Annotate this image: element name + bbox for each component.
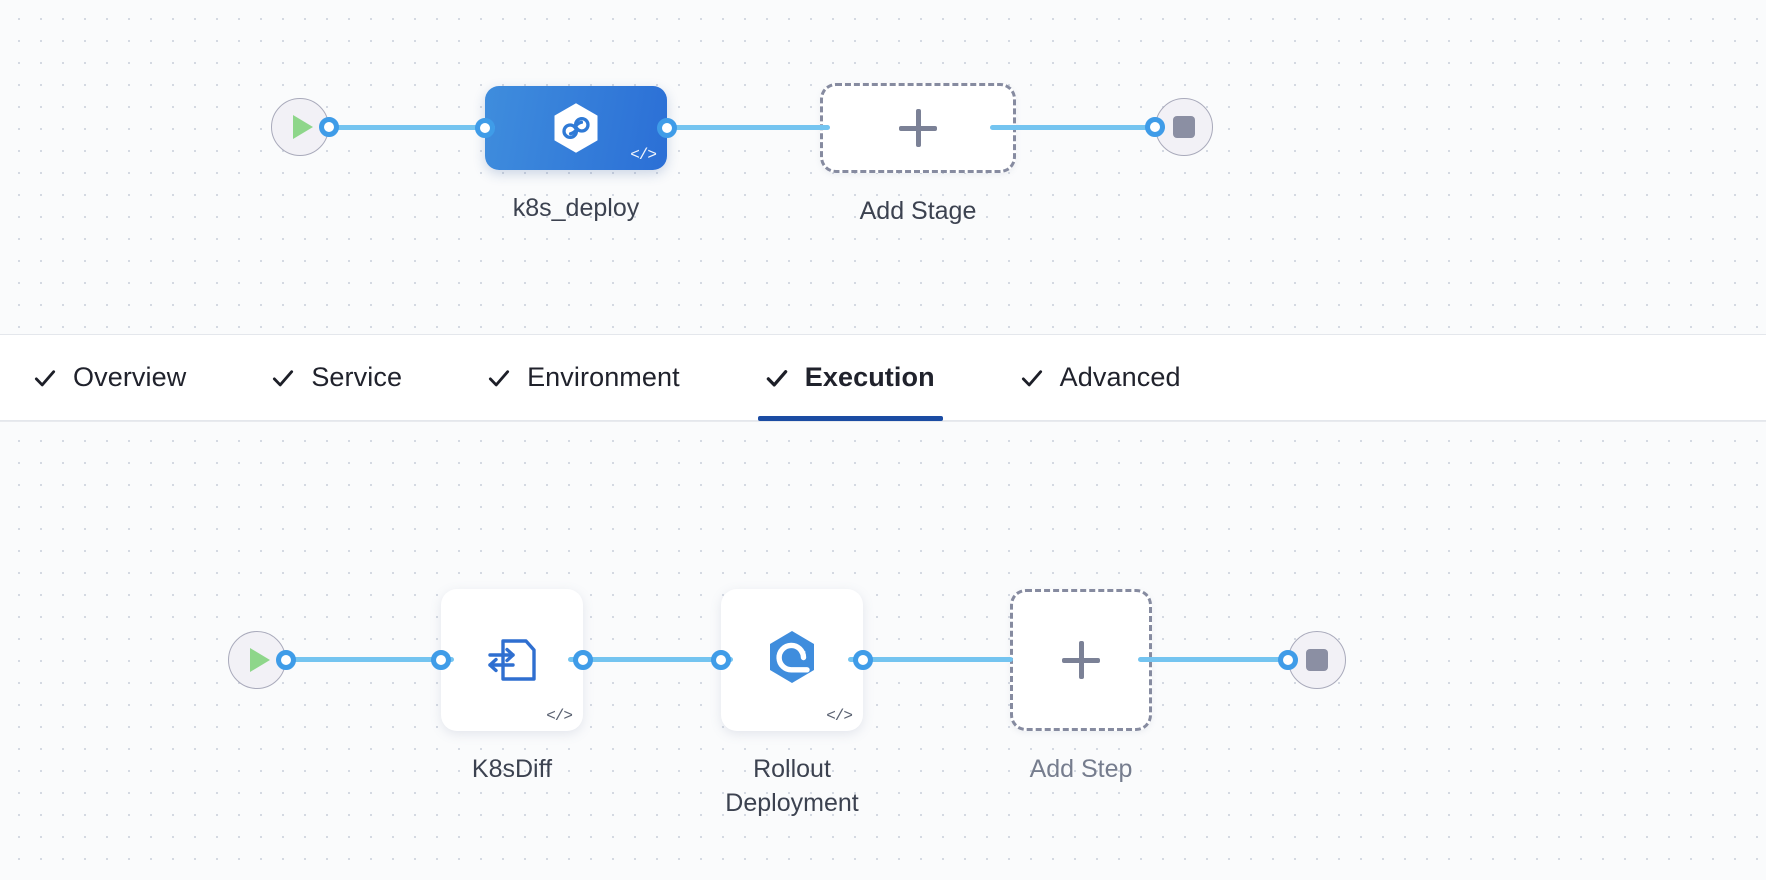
- tab-environment[interactable]: Environment: [480, 335, 714, 421]
- add-stage-label: Add Stage: [859, 197, 977, 225]
- stage-input-port[interactable]: [475, 118, 495, 138]
- step-node-k8sdiff[interactable]: </> K8sDiff: [431, 589, 593, 786]
- tab-label: Execution: [804, 362, 935, 392]
- connector-start-to-stage: [335, 125, 495, 130]
- tab-overview[interactable]: Overview: [26, 335, 220, 421]
- step-node-label: K8sDiff: [471, 755, 553, 783]
- hexagon-rollout-icon: [770, 631, 814, 683]
- add-step-button[interactable]: [1010, 589, 1152, 731]
- stage-output-port[interactable]: [657, 118, 677, 138]
- tab-label: Overview: [73, 362, 187, 392]
- stage-node-label: k8s_deploy: [512, 194, 640, 222]
- stop-icon: [1173, 116, 1195, 138]
- step-card[interactable]: </>: [441, 589, 583, 731]
- plus-icon: [899, 109, 937, 147]
- connector-rollout-to-addstep: [848, 657, 1013, 662]
- connector-addstep-to-end: [1138, 657, 1298, 662]
- start-output-port[interactable]: [276, 650, 296, 670]
- step-start-node[interactable]: [228, 631, 296, 689]
- start-output-port[interactable]: [319, 117, 339, 137]
- play-icon: [292, 115, 313, 139]
- step-card[interactable]: </>: [721, 589, 863, 731]
- step-output-port[interactable]: [853, 650, 873, 670]
- step-input-port[interactable]: [711, 650, 731, 670]
- hexagon-infinity-icon: [554, 103, 598, 153]
- check-icon: [34, 369, 56, 386]
- end-input-port[interactable]: [1278, 650, 1298, 670]
- stage-config-tabs[interactable]: Overview Service Environment Execution A: [0, 335, 1766, 421]
- stage-node-k8s-deploy[interactable]: </> k8s_deploy: [475, 86, 677, 225]
- step-output-port[interactable]: [573, 650, 593, 670]
- stage-card[interactable]: </>: [485, 86, 667, 170]
- code-badge-icon[interactable]: </>: [546, 707, 573, 725]
- tab-label: Environment: [527, 362, 680, 392]
- add-step-node[interactable]: Add Step: [1010, 589, 1152, 786]
- step-input-port[interactable]: [431, 650, 451, 670]
- code-badge-icon[interactable]: </>: [630, 146, 657, 164]
- stop-icon: [1306, 649, 1328, 671]
- connector-start-to-k8sdiff: [289, 657, 454, 662]
- play-icon: [249, 648, 270, 672]
- end-input-port[interactable]: [1145, 117, 1165, 137]
- check-icon: [488, 369, 510, 386]
- check-icon: [1021, 369, 1042, 386]
- stage-end-node[interactable]: [1145, 98, 1213, 156]
- step-end-node[interactable]: [1278, 631, 1346, 689]
- tab-label: Service: [311, 362, 403, 392]
- tab-service[interactable]: Service: [264, 335, 436, 421]
- code-badge-icon[interactable]: </>: [826, 707, 853, 725]
- tab-label: Advanced: [1059, 362, 1181, 392]
- connector-stage-to-addstage: [665, 125, 830, 130]
- connector-addstage-to-end: [990, 125, 1165, 130]
- stage-start-node[interactable]: [271, 98, 339, 156]
- plus-icon: [1062, 641, 1100, 679]
- add-stage-node[interactable]: Add Stage: [820, 83, 1016, 228]
- stage-canvas[interactable]: </> k8s_deploy Add Stage: [0, 0, 1766, 335]
- check-icon: [766, 369, 788, 387]
- add-stage-button[interactable]: [820, 83, 1016, 173]
- step-node-label: Rollout Deployment: [725, 755, 859, 817]
- tab-advanced[interactable]: Advanced: [1013, 335, 1215, 421]
- tab-execution[interactable]: Execution: [757, 335, 969, 421]
- connector-k8sdiff-to-rollout: [568, 657, 733, 662]
- step-node-rollout-deployment[interactable]: </> Rollout Deployment: [711, 589, 873, 820]
- document-swap-arrows-icon: [488, 639, 536, 681]
- execution-steps-canvas[interactable]: </> K8sDiff </> Rollout Deployment: [0, 421, 1766, 880]
- check-icon: [273, 369, 294, 386]
- add-step-label: Add Step: [1029, 755, 1133, 783]
